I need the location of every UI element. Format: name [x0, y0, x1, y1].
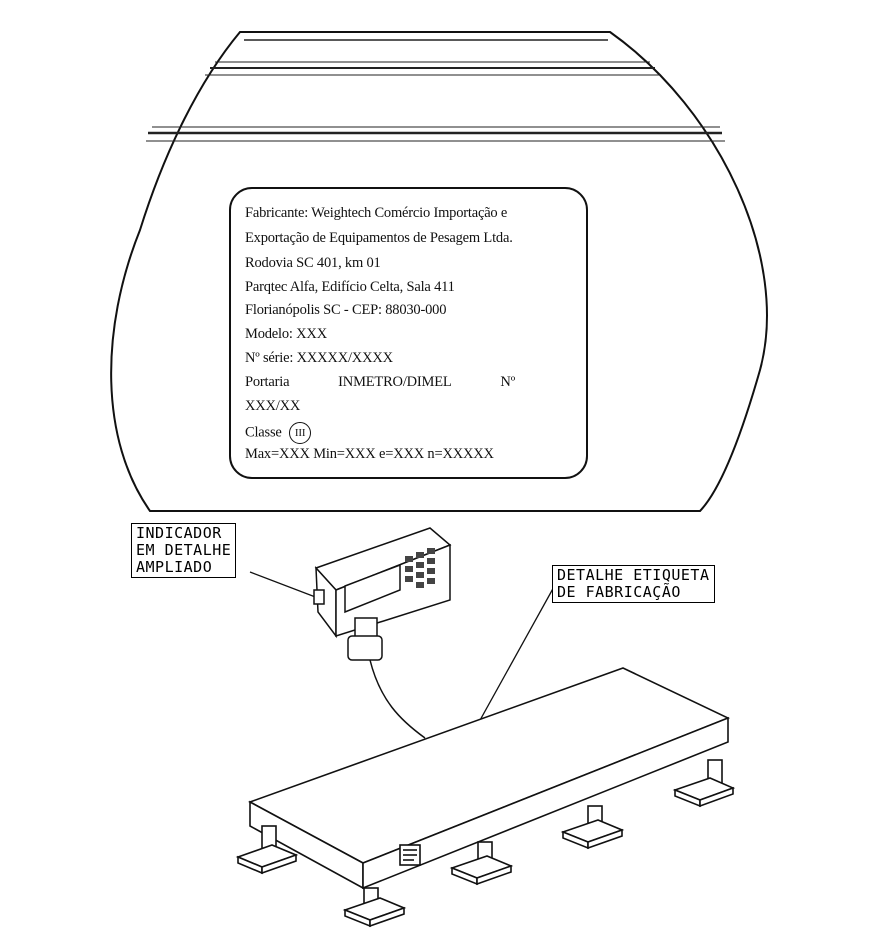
plate-portaria-number: Nº — [500, 374, 515, 390]
plate-class-row: Classe III — [245, 422, 575, 444]
indicator-callout: INDICADOR EM DETALHE AMPLIADO — [131, 523, 237, 578]
label-callout-line2: DE FABRICAÇÃO — [557, 583, 681, 601]
indicator-callout-line1: INDICADOR — [136, 524, 222, 542]
indicator-leader-line — [249, 571, 319, 599]
indicator-callout-line2: EM DETALHE — [136, 541, 232, 559]
fabrication-plate — [229, 187, 588, 479]
plate-portaria-label: Portaria — [245, 374, 290, 390]
plate-address-line3: Florianópolis SC - CEP: 88030-000 — [245, 302, 447, 318]
indicator-callout-line3: AMPLIADO — [136, 558, 213, 576]
label-detail-callout: DETALHE ETIQUETA DE FABRICAÇÃO — [552, 565, 715, 603]
platform-scale — [235, 667, 736, 928]
plate-capacity-line: Max=XXX Min=XXX e=XXX n=XXXXX — [245, 446, 494, 462]
plate-address-line1: Rodovia SC 401, km 01 — [245, 255, 381, 271]
plate-portaria-value: XXX/XX — [245, 398, 301, 414]
plate-model: Modelo: XXX — [245, 326, 327, 342]
plate-portaria-body: INMETRO/DIMEL — [338, 374, 452, 390]
label-callout-line1: DETALHE ETIQUETA — [557, 566, 710, 584]
plate-portaria-row: Portaria INMETRO/DIMEL Nº — [245, 374, 515, 391]
class-symbol-icon: III — [289, 422, 312, 444]
plate-serial: Nº série: XXXXX/XXXX — [245, 350, 393, 366]
class-symbol-text: III — [294, 427, 306, 439]
scale-edge-bands — [146, 39, 725, 142]
plate-address-line2: Parqtec Alfa, Edifício Celta, Sala 411 — [245, 279, 455, 295]
plate-class-label: Classe — [245, 424, 282, 441]
plate-manufacturer-line1: Fabricante: Weightech Comércio Importaçã… — [245, 205, 508, 221]
plate-manufacturer-line2: Exportação de Equipamentos de Pesagem Lt… — [245, 230, 513, 246]
indicator-cable — [369, 659, 426, 739]
magnified-view-outline — [110, 31, 768, 512]
indicator-keypad — [405, 548, 435, 588]
weighing-indicator — [313, 527, 452, 661]
